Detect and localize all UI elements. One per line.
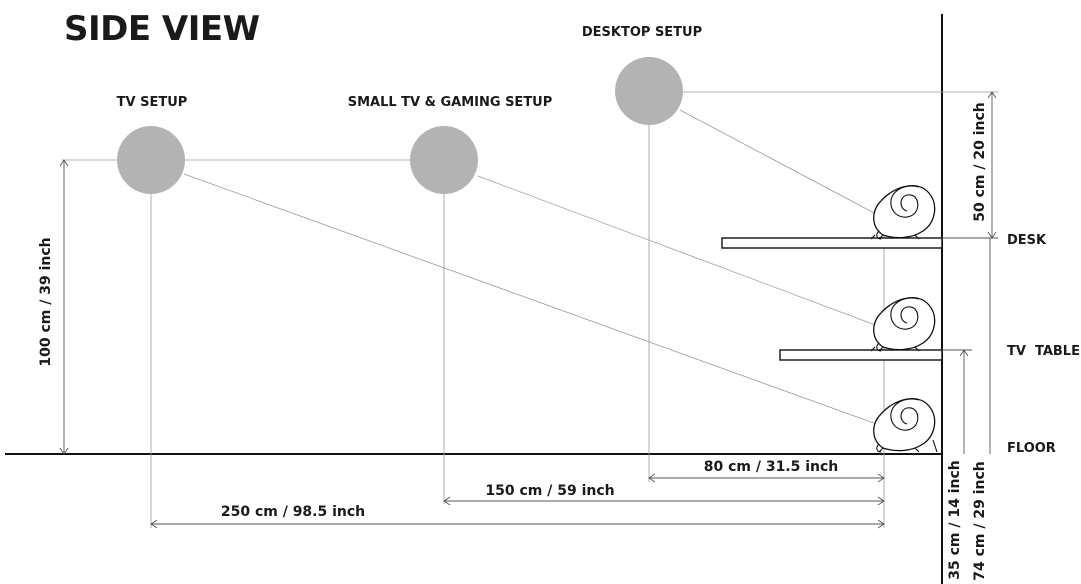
head-small-tv-setup xyxy=(410,126,478,194)
diagram-title: SIDE VIEW xyxy=(64,9,260,49)
dim-label-desktop-distance: 80 cm / 31.5 inch xyxy=(704,459,839,475)
dim-label-desk-above: 50 cm / 20 inch xyxy=(972,102,988,222)
sight-line-small-tv xyxy=(477,175,879,327)
dim-label-tv-table-height: 35 cm / 14 inch xyxy=(947,460,963,580)
label-desktop-setup: DESKTOP SETUP xyxy=(582,25,702,40)
tv-table-shelf xyxy=(779,349,943,361)
label-small-tv-gaming-setup: SMALL TV & GAMING SETUP xyxy=(348,95,553,110)
head-desktop-setup xyxy=(615,57,683,125)
level-label-desk: DESK xyxy=(1007,233,1047,248)
head-tv-setup xyxy=(117,126,185,194)
sight-line-desktop xyxy=(679,109,877,215)
desk-shelf xyxy=(721,237,943,249)
level-label-floor: FLOOR xyxy=(1007,441,1056,456)
snail-device-tv-table xyxy=(870,297,936,352)
snail-device-desk xyxy=(870,185,936,240)
dim-label-small-tv-distance: 150 cm / 59 inch xyxy=(485,483,614,499)
dim-label-head-height: 100 cm / 39 inch xyxy=(38,237,54,366)
dim-label-tv-distance: 250 cm / 98.5 inch xyxy=(221,504,365,520)
sight-line-tv xyxy=(183,173,883,427)
level-label-tv-table: TV TABLE xyxy=(1007,344,1080,359)
dim-label-desk-height: 74 cm / 29 inch xyxy=(972,461,988,581)
snail-device-floor xyxy=(873,398,938,453)
label-tv-setup: TV SETUP xyxy=(117,95,188,110)
